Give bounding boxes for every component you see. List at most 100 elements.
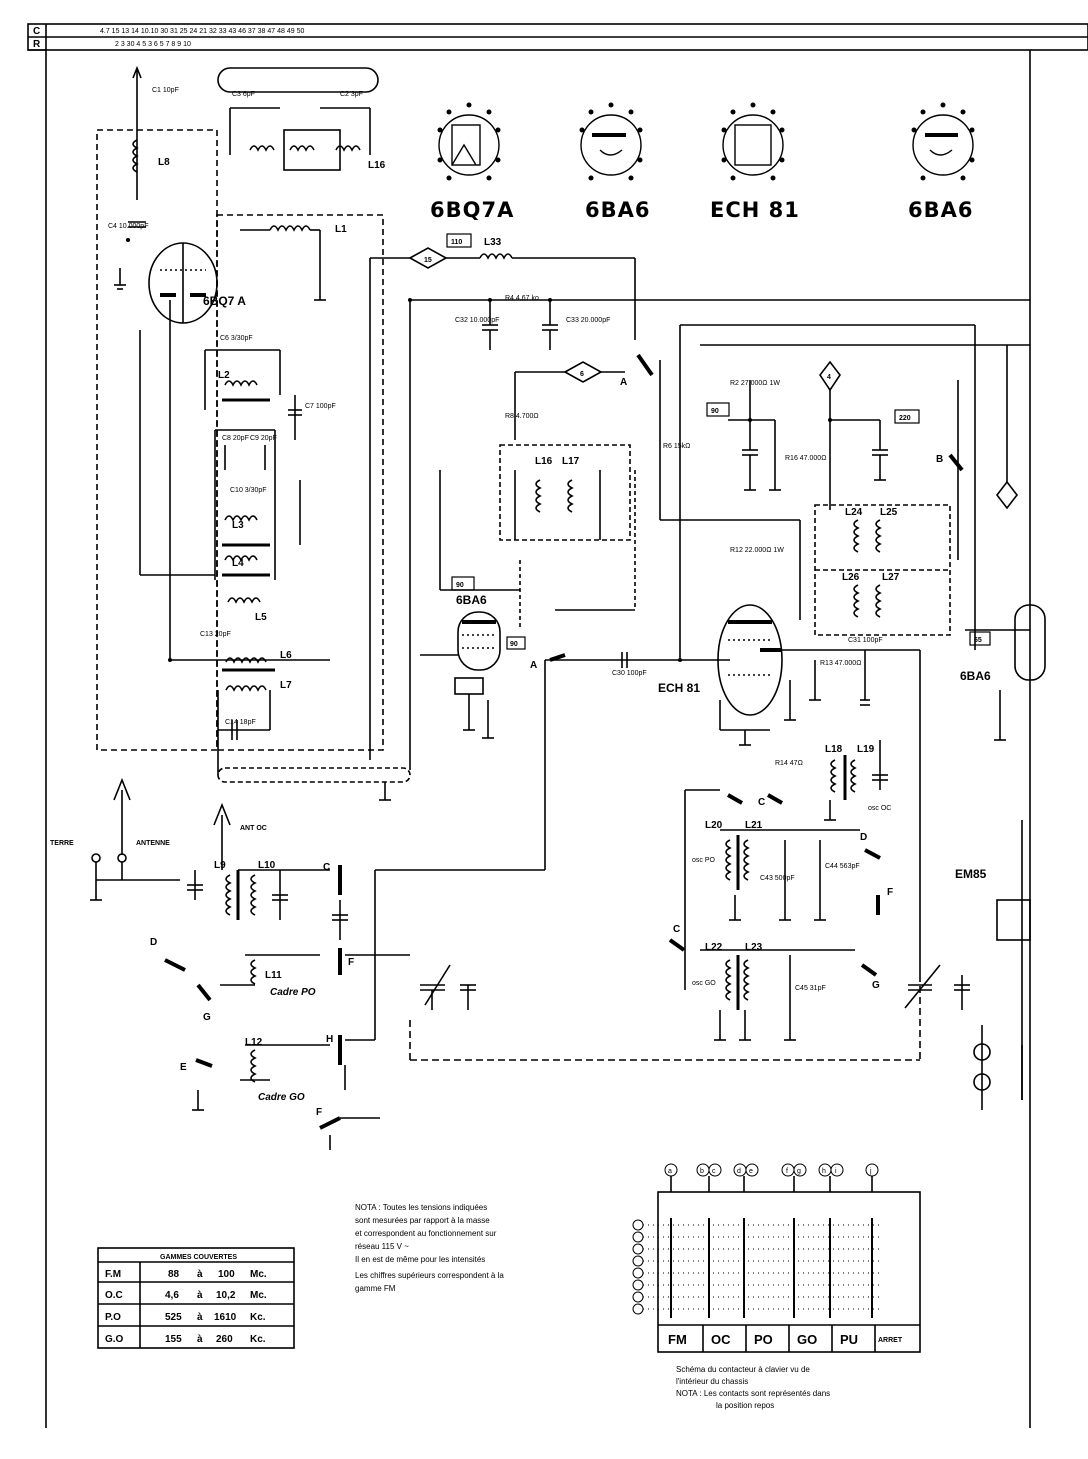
box-90-b: 90: [456, 582, 464, 589]
nota-line-3: et correspondent au fonctionnement sur: [355, 1229, 497, 1238]
coil-l19: L19: [857, 744, 875, 755]
matrix-col-c: c: [712, 1168, 716, 1175]
range-to-go: 260: [216, 1334, 233, 1345]
coil-l20: L20: [705, 820, 723, 831]
mode-cell-po: PO: [754, 1332, 773, 1347]
mode-cell-pu: PU: [840, 1332, 858, 1347]
matrix-caption-1: Schéma du contacteur à clavier vu de: [676, 1365, 810, 1374]
coil-l9: L9: [214, 860, 226, 871]
switch-letter-f3: F: [316, 1107, 322, 1118]
nota-line-5: Il en est de même pour les intensités: [355, 1255, 485, 1264]
matrix-col-i: i: [835, 1168, 837, 1175]
comp-c44: C44 563pF: [825, 863, 860, 870]
coil-l11: L11: [265, 970, 282, 981]
coil-l23: L23: [745, 942, 763, 953]
matrix-caption-3: NOTA : Les contacts sont représentés dan…: [676, 1389, 830, 1398]
range-band-fm: F.M: [105, 1269, 121, 1280]
tube-label-em85: EM85: [955, 867, 987, 881]
range-to-po: 1610: [214, 1312, 237, 1323]
comp-c43: C43 500pF: [760, 875, 795, 882]
nota-line-2: sont mesurées par rapport à la masse: [355, 1216, 490, 1225]
coil-l16-top: L16: [368, 160, 386, 171]
nota-line-1: NOTA : Toutes les tensions indiquées: [355, 1203, 487, 1212]
comp-r4: R4 4,67 ko: [505, 295, 539, 302]
matrix-col-f: f: [786, 1168, 788, 1175]
switch-letter-e: E: [180, 1062, 187, 1073]
switch-letter-g: G: [203, 1012, 211, 1023]
range-from-po: 525: [165, 1312, 182, 1323]
comp-r6: R6 15kΩ: [663, 443, 690, 450]
matrix-caption-4: la position repos: [716, 1401, 774, 1410]
header-numbers-top: 4.7 15 13 14 10.10 30 31 25 24 21 32 33 …: [100, 28, 304, 35]
nota-line-6: Les chiffres supérieurs correspondent à …: [355, 1271, 504, 1280]
coil-l12: L12: [245, 1037, 263, 1048]
box-65: 65: [974, 637, 982, 644]
tube-label-ech81: ECH 81: [658, 681, 700, 695]
diamond-4: 4: [827, 374, 831, 381]
comp-c4: C4 10.000pF: [108, 223, 148, 230]
coil-l10: L10: [258, 860, 276, 871]
matrix-col-g: g: [797, 1168, 801, 1175]
range-sep-go: à: [197, 1334, 203, 1345]
coil-l8: L8: [158, 157, 170, 168]
coil-l22: L22: [705, 942, 723, 953]
switch-letter-c3: C: [673, 924, 680, 935]
comp-c8: C8 20pF: [222, 435, 249, 442]
comp-c1: C1 10pF: [152, 87, 179, 94]
coil-l21: L21: [745, 820, 763, 831]
coil-l25: L25: [880, 507, 898, 518]
header-marker-c: C: [33, 26, 40, 37]
matrix-col-h: h: [822, 1168, 826, 1175]
coil-l5: L5: [255, 612, 267, 623]
range-from-fm: 88: [168, 1269, 180, 1280]
switch-letter-d: D: [150, 937, 157, 948]
matrix-col-e: e: [749, 1168, 753, 1175]
comp-r13: R13 47.000Ω: [820, 660, 861, 667]
switch-letter-d2: D: [860, 832, 867, 843]
switch-letter-b: B: [936, 454, 943, 465]
cadre-go-label: Cadre GO: [258, 1092, 305, 1103]
diamond-15: 15: [424, 257, 432, 264]
switch-letter-a2: A: [530, 660, 537, 671]
coil-l33: L33: [484, 237, 502, 248]
range-from-oc: 4,6: [165, 1290, 179, 1301]
switch-letter-f: F: [348, 957, 354, 968]
comp-c13: C13 20pF: [200, 631, 231, 638]
switch-letter-a: A: [620, 377, 627, 388]
comp-r12: R12 22.000Ω 1W: [730, 547, 784, 554]
matrix-col-b: b: [700, 1168, 704, 1175]
comp-r14: R14 47Ω: [775, 760, 803, 767]
box-110: 110: [451, 239, 462, 246]
coil-l6: L6: [280, 650, 292, 661]
range-sep-oc: à: [197, 1290, 203, 1301]
comp-c2: C2 3pF: [340, 91, 363, 98]
comp-c45: C45 31pF: [795, 985, 826, 992]
ant-oc-label: ANT OC: [240, 825, 267, 832]
tube-title-ech81: ECH 81: [710, 198, 800, 222]
range-unit-po: Kc.: [250, 1312, 266, 1323]
range-unit-fm: Mc.: [250, 1269, 267, 1280]
ranges-title: GAMMES COUVERTES: [160, 1254, 237, 1261]
switch-letter-h: H: [326, 1034, 333, 1045]
tube-title-6ba6: 6BA6: [585, 198, 650, 222]
range-unit-oc: Mc.: [250, 1290, 267, 1301]
coil-l7: L7: [280, 680, 292, 691]
coil-l3: L3: [232, 520, 244, 531]
switch-letter-f2: F: [887, 887, 893, 898]
comp-c30: C30 100pF: [612, 670, 647, 677]
coil-l27: L27: [882, 572, 900, 583]
comp-r8: R8 4.700Ω: [505, 413, 539, 420]
switch-letter-c2: C: [323, 862, 330, 873]
coil-l26: L26: [842, 572, 860, 583]
tube-label-6bq7a: 6BQ7 A: [203, 294, 246, 308]
coil-l16: L16: [535, 456, 553, 467]
switch-letter-g2: G: [872, 980, 880, 991]
matrix-col-d: d: [737, 1168, 741, 1175]
range-from-go: 155: [165, 1334, 182, 1345]
header-marker-r: R: [33, 39, 41, 50]
tube-label-6ba6: 6BA6: [456, 593, 487, 607]
tube-title-6ba6-right: 6BA6: [908, 198, 973, 222]
switch-letter-c: C: [758, 797, 765, 808]
range-to-fm: 100: [218, 1269, 235, 1280]
mode-cell-arret: ARRET: [878, 1337, 903, 1344]
